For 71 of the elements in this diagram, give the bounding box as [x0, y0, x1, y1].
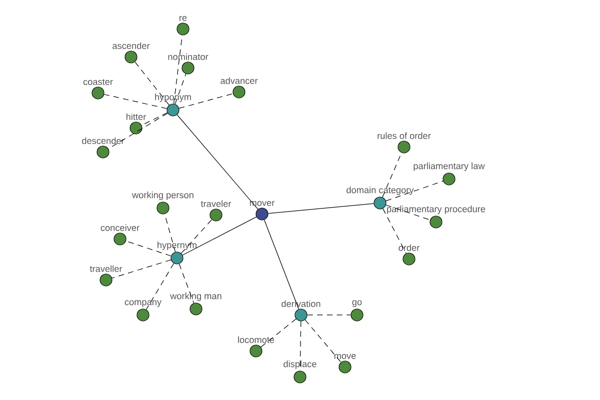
term-node: coaster	[83, 79, 113, 100]
term-node: parliamentary procedure	[387, 206, 486, 228]
connector-line	[176, 114, 258, 210]
term-node: conceiver	[100, 224, 140, 246]
node-label: traveler	[200, 200, 232, 208]
connector-line	[300, 320, 302, 372]
term-node: traveller	[90, 265, 122, 286]
term-node: re	[176, 16, 190, 36]
node-label: domain category	[346, 186, 414, 196]
connector-line	[141, 112, 168, 126]
node-label: company	[124, 300, 162, 308]
connector-line	[382, 208, 406, 254]
term-node: descender	[82, 137, 124, 158]
term-node: company	[124, 300, 162, 322]
node-label: coaster	[83, 79, 113, 86]
connector-line	[104, 94, 168, 109]
term-node: advancer	[220, 77, 258, 98]
node-label: go	[352, 300, 362, 308]
node-label: order	[398, 244, 420, 252]
term-node: nominator	[168, 53, 208, 74]
term-node: working person	[132, 192, 194, 214]
node-label: locomote	[238, 336, 274, 344]
connector-line	[264, 220, 300, 310]
term-node: traveler	[200, 200, 232, 222]
term-node: move	[334, 354, 356, 374]
node-label: working man	[170, 292, 222, 302]
node-label: parliamentary law	[414, 162, 485, 172]
connector-line	[164, 214, 176, 252]
node-label: rules of order	[378, 132, 431, 140]
node-label: move	[334, 354, 356, 360]
connector-line	[112, 260, 172, 278]
term-node: parliamentary law	[414, 162, 485, 186]
node-label: hitter	[126, 113, 146, 120]
connector-line	[108, 112, 168, 150]
category-node: hyponym	[155, 94, 191, 116]
connector-line	[260, 318, 296, 348]
term-node: locomote	[238, 336, 274, 358]
connector-line	[268, 203, 374, 214]
connector-line	[182, 216, 257, 256]
term-node: rules of order	[378, 132, 431, 154]
node-label: traveller	[90, 265, 122, 272]
node-label: displace	[284, 360, 316, 370]
node-label: parliamentary procedure	[387, 206, 486, 214]
node-label: advancer	[220, 77, 258, 84]
term-node: displace	[284, 360, 316, 384]
node-label: hypernym	[158, 242, 196, 250]
node-label: re	[180, 16, 187, 22]
term-node: order	[398, 244, 420, 266]
node-label: descender	[82, 137, 124, 144]
node-label: working person	[132, 192, 194, 200]
node-label: ascender	[112, 42, 150, 50]
connector-line	[386, 204, 430, 220]
connector-line	[146, 263, 174, 310]
term-node: ascender	[112, 42, 150, 64]
connector-line	[306, 314, 352, 316]
node-label: conceiver	[100, 224, 140, 232]
node-label: hyponym	[155, 94, 191, 102]
term-node: hitter	[126, 113, 146, 134]
term-node: go	[350, 300, 364, 322]
connector-line	[386, 180, 444, 202]
term-node: working man	[170, 292, 222, 316]
category-node: hypernym	[158, 242, 196, 264]
connector-line	[173, 34, 183, 104]
connector-line	[178, 264, 194, 304]
connector-line	[134, 62, 170, 106]
connector-line	[180, 219, 212, 254]
connector-line	[126, 240, 172, 256]
connector-line	[304, 319, 342, 362]
connector-line	[174, 74, 186, 104]
connector-line	[382, 152, 402, 198]
node-label: nominator	[168, 53, 208, 60]
